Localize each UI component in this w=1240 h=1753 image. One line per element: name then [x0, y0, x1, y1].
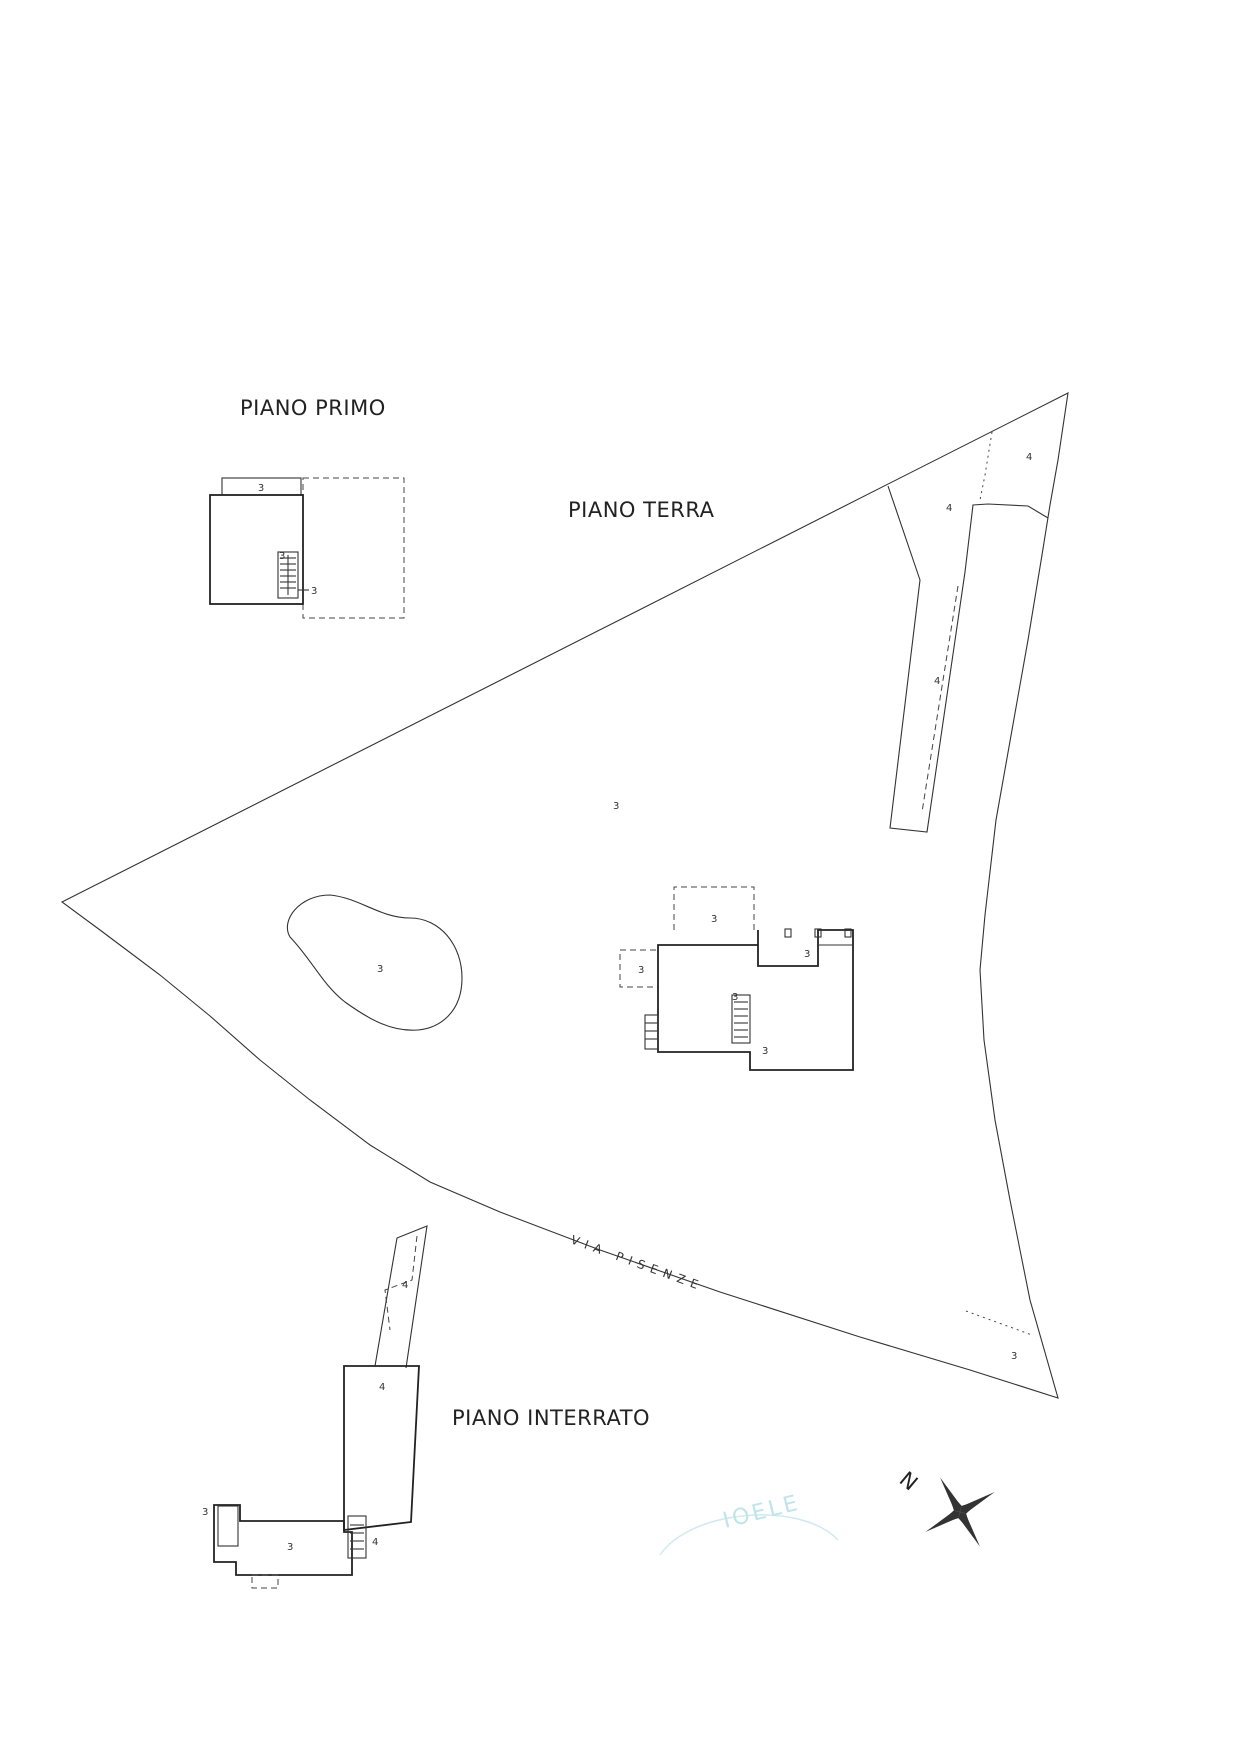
lot-boundary [60, 392, 1069, 1399]
interrato-ramp-dashed [384, 1235, 418, 1331]
terra-driveway-centerline [921, 585, 959, 813]
terra-zone-number-c: 4 [934, 676, 940, 687]
terra-corner-divider [965, 1310, 1033, 1336]
terra-house-porch-number: 3 [711, 914, 717, 925]
piano-interrato-title: PIANO INTERRATO [452, 1406, 650, 1430]
terra-driveway [887, 485, 1049, 833]
pond-number: 3 [377, 964, 383, 975]
primo-stair-number: 3 [279, 551, 285, 562]
north-label: N [895, 1467, 923, 1496]
compass-rose-icon [925, 1477, 995, 1547]
primo-dashed-outline [302, 477, 405, 619]
piano-terra-title: PIANO TERRA [568, 498, 715, 522]
terra-pond [286, 894, 463, 1031]
interrato-garage [343, 1365, 420, 1532]
interrato-main-room [213, 1504, 353, 1576]
interrato-stair-left [217, 1505, 239, 1547]
primo-stair [277, 551, 299, 599]
piano-primo-plan: PIANO PRIMO 3 3 3 [209, 396, 405, 619]
piano-primo-title: PIANO PRIMO [240, 396, 386, 420]
interrato-right-number: 4 [372, 1537, 378, 1548]
terra-house-entry-number: 3 [762, 1046, 768, 1057]
interrato-ramp-number: 4 [402, 1280, 408, 1291]
street-label: VIA PISENZE [569, 1233, 706, 1294]
terra-garden-number: 3 [613, 801, 619, 812]
interrato-left-number: 3 [202, 1507, 208, 1518]
interrato-stair-right [347, 1515, 367, 1559]
stamp-seal: IOELE [659, 1490, 839, 1556]
terra-house-stair-number: 3 [732, 992, 738, 1003]
terra-house: 3 3 3 3 3 [619, 886, 854, 1071]
primo-side-number: 3 [311, 586, 317, 597]
primo-room [209, 494, 304, 605]
terra-house-room-number: 3 [804, 949, 810, 960]
terra-house-side-number: 3 [638, 965, 644, 976]
interrato-garage-number: 4 [379, 1382, 385, 1393]
piano-interrato-plan: PIANO INTERRATO 4 4 3 3 4 [202, 1225, 650, 1589]
primo-balcony-number: 3 [258, 483, 264, 494]
terra-zone-number-b: 4 [946, 503, 952, 514]
terra-dotted-divider [979, 431, 993, 501]
interrato-dashed-step [251, 1574, 279, 1589]
piano-terra-plan: PIANO TERRA 4 4 4 3 3 3 3 3 [60, 392, 1069, 1399]
terra-zone-number-a: 4 [1026, 452, 1032, 463]
terra-corner-number: 3 [1011, 1351, 1017, 1362]
stamp-text: IOELE [720, 1490, 803, 1533]
interrato-room-number: 3 [287, 1542, 293, 1553]
interrato-ramp [374, 1225, 428, 1369]
